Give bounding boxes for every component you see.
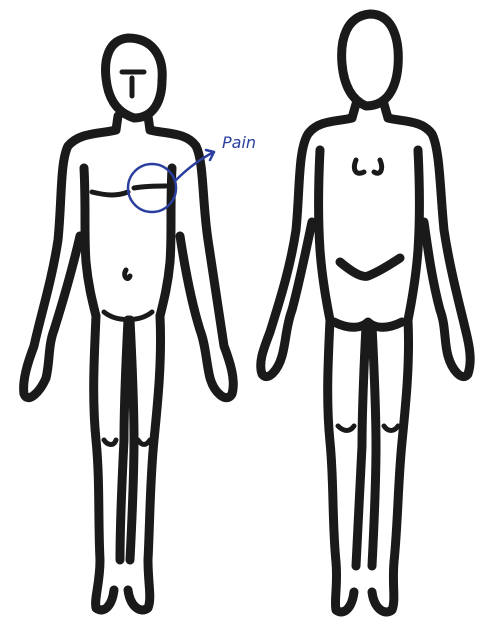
back-shoulder-blades (354, 160, 381, 173)
back-head (342, 14, 399, 106)
back-legs (328, 320, 409, 612)
back-knees (338, 426, 398, 431)
front-legs (94, 316, 161, 610)
back-waist-curve (340, 258, 400, 276)
back-torso-sides (319, 150, 420, 320)
front-face-mark (122, 72, 144, 96)
back-body-figure (261, 14, 470, 612)
front-body-figure (24, 38, 234, 610)
pain-label: Pain (222, 133, 256, 152)
front-navel (125, 270, 130, 278)
